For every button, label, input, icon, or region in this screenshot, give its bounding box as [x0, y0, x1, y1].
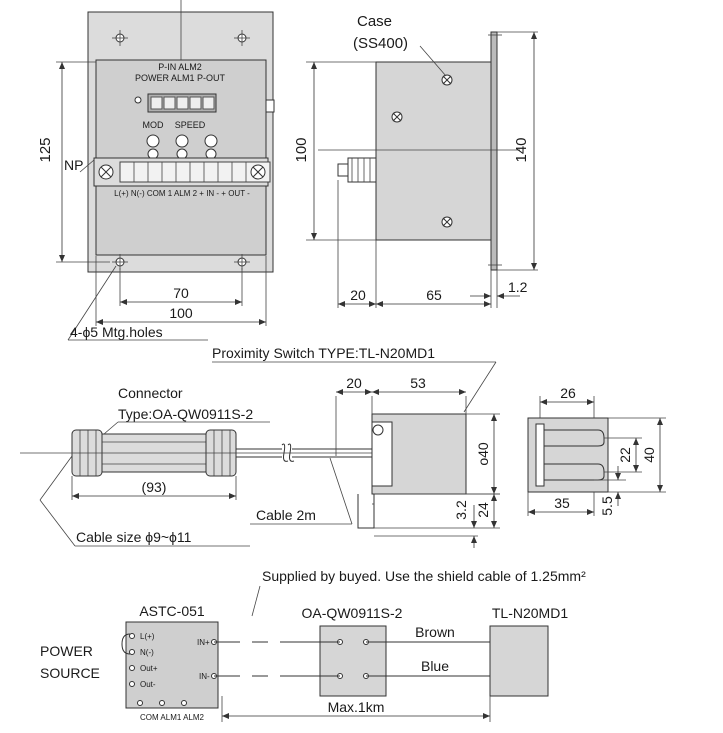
case-leader — [419, 45, 447, 77]
wiring-diagram: Supplied by buyed. Use the shield cable … — [40, 568, 586, 722]
speed-button-2 — [204, 134, 218, 148]
connector-view: Connector Type:OA-QW0911S-2 (93) Cable s… — [20, 385, 380, 547]
dim-125-label: 125 — [37, 137, 54, 162]
tl-box — [489, 625, 549, 697]
case-screw-2 — [391, 111, 403, 123]
dim-70-label: 70 — [173, 285, 189, 301]
terminal-screw-right — [250, 164, 266, 180]
supplied-note: Supplied by buyed. Use the shield cable … — [262, 568, 586, 584]
switch-dim-3-2-label: 3.2 — [453, 500, 469, 520]
end-dim-22-label: 22 — [617, 447, 633, 463]
side-tab — [265, 99, 275, 113]
holes-leader-1 — [67, 265, 117, 341]
astc-label: ASTC-051 — [139, 603, 205, 619]
mounting-flange — [490, 31, 498, 271]
end-slot-left — [535, 423, 545, 487]
switch-mount — [371, 421, 393, 487]
indicator-led — [134, 96, 142, 104]
np-leader — [79, 159, 95, 173]
power-source-label-2: SOURCE — [40, 665, 100, 681]
case-material-label: (SS400) — [353, 35, 408, 52]
max-length-label: Max.1km — [328, 699, 385, 715]
pin-out-plus-label: Out+ — [140, 664, 158, 673]
side-knob — [347, 157, 377, 183]
mounting-hole-br — [234, 254, 250, 270]
end-dim-5-5-label: 5.5 — [599, 496, 615, 516]
case-label: Case — [357, 13, 392, 30]
case-screw-3 — [441, 216, 453, 228]
mod-button — [146, 134, 160, 148]
oa-box — [319, 625, 387, 697]
end-view: 26 22 40 35 5.5 — [527, 385, 666, 516]
end-dim-40-label: 40 — [641, 447, 657, 463]
switch-dim-20-label: 20 — [346, 375, 362, 391]
np-label: NP — [64, 157, 83, 173]
cable-size-label: Cable size ϕ9~ϕ11 — [76, 529, 192, 545]
blue-label: Blue — [421, 658, 449, 674]
pin-in-minus-label: IN- — [199, 672, 210, 681]
pin-out-minus-label: Out- — [140, 680, 156, 689]
mounting-hole-bl — [112, 254, 128, 270]
mod-label: MOD — [143, 120, 164, 130]
switch-bracket — [357, 494, 375, 529]
cable-length-label: Cable 2m — [256, 507, 316, 523]
astc-box — [125, 621, 219, 709]
connector-label: Connector — [118, 385, 183, 401]
mounting-hole-tl — [112, 30, 128, 46]
side-dim-20-label: 20 — [350, 287, 366, 303]
side-dim-140-label: 140 — [513, 137, 530, 162]
terminal-slots — [119, 161, 271, 183]
end-dim-35-label: 35 — [554, 495, 570, 511]
side-view: Case (SS400) 100 140 20 65 1.2 — [293, 13, 538, 308]
power-source-bracket — [121, 633, 131, 655]
case-screw-1 — [441, 74, 453, 86]
switch-screw — [372, 424, 384, 436]
tl-label: TL-N20MD1 — [492, 605, 568, 621]
proximity-switch-view: Proximity Switch TYPE:TL-N20MD1 20 53 o4… — [212, 345, 500, 548]
terminal-labels: L(+) N(-) COM 1 ALM 2 + IN - + OUT - — [114, 189, 250, 198]
switch-dim-o40-label: o40 — [475, 442, 491, 466]
dim-100-label: 100 — [169, 305, 193, 321]
switch-dim-24-label: 24 — [475, 502, 491, 518]
connector-dim-93-label: (93) — [142, 479, 167, 495]
power-source-label: POWER — [40, 643, 93, 659]
side-dim-65-label: 65 — [426, 287, 442, 303]
side-dim-1-2-label: 1.2 — [508, 279, 528, 295]
case-body — [375, 61, 492, 241]
bottom-pins-label: COM ALM1 ALM2 — [140, 713, 205, 722]
switch-type-label: Proximity Switch TYPE:TL-N20MD1 — [212, 345, 435, 361]
switch-dim-53-label: 53 — [410, 375, 426, 391]
end-slot-top — [544, 429, 605, 447]
astc-terminals — [129, 633, 217, 706]
oa-label: OA-QW0911S-2 — [302, 605, 403, 621]
front-view: P-IN ALM2 POWER ALM1 P-OUT MOD SPEED — [37, 0, 275, 341]
terminal-screw-left — [98, 164, 114, 180]
end-dim-26-label: 26 — [560, 385, 576, 401]
speed-button-1 — [175, 134, 189, 148]
brown-label: Brown — [415, 624, 455, 640]
pin-n-label: N(-) — [140, 648, 154, 657]
power-row-label: POWER ALM1 P-OUT — [135, 73, 226, 83]
mounting-hole-tr — [234, 30, 250, 46]
holes-label: 4-ϕ5 Mtg.holes — [70, 324, 163, 340]
pin-in-plus-label: IN+ — [197, 638, 210, 647]
side-knob-tip — [337, 163, 349, 177]
pin-alm2-label: P-IN ALM2 — [158, 62, 202, 72]
pin-l-label: L(+) — [140, 632, 155, 641]
led-digits — [150, 96, 215, 110]
speed-label: SPEED — [175, 120, 206, 130]
connector-type-label: Type:OA-QW0911S-2 — [118, 406, 253, 422]
side-dim-100-label: 100 — [293, 137, 310, 162]
